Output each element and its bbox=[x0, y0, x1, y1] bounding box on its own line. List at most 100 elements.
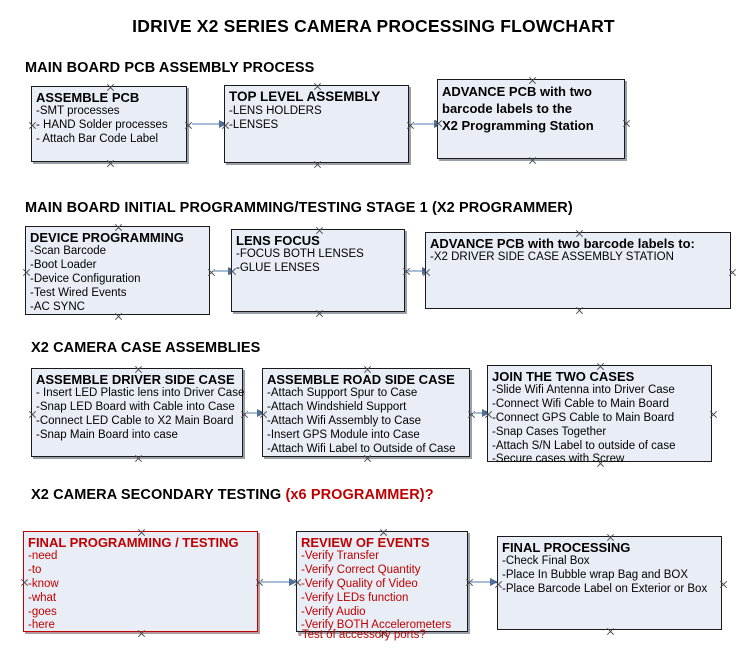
node-line: -FOCUS BOTH LENSES bbox=[236, 248, 364, 261]
arrow-head-icon bbox=[490, 577, 498, 586]
node-line: -Verify BOTH Accelerometers bbox=[301, 619, 452, 632]
node-line: -Attach Wifi Assembly to Case bbox=[267, 414, 422, 427]
node-line: -Slide Wifi Antenna into Driver Case bbox=[492, 384, 675, 397]
node-title-line: barcode labels to the bbox=[442, 101, 573, 117]
node-advance-pcb-to-x2-programming-station[interactable]: ADVANCE PCB with two barcode labels to t… bbox=[437, 79, 625, 159]
node-line: -Verify Correct Quantity bbox=[301, 564, 421, 577]
arrow-head-icon bbox=[482, 408, 490, 417]
node-line: -Snap Main Board into case bbox=[36, 428, 178, 441]
node-line: -know bbox=[28, 577, 59, 590]
page-title: IDRIVE X2 SERIES CAMERA PROCESSING FLOWC… bbox=[132, 16, 615, 36]
arrow-head-icon bbox=[289, 577, 297, 586]
node-line: -Place Barcode Label on Exterior or Box bbox=[502, 582, 708, 595]
node-line: -Verify LEDs function bbox=[301, 591, 409, 604]
node-final-programming-testing[interactable]: FINAL PROGRAMMING / TESTING -need -to -k… bbox=[23, 531, 258, 632]
node-body: FINAL PROCESSING -Check Final Box -Place… bbox=[498, 537, 721, 597]
section-heading-x2-camera-case-assemblies: X2 CAMERA CASE ASSEMBLIES bbox=[31, 340, 261, 356]
node-body: ASSEMBLE DRIVER SIDE CASE - Insert LED P… bbox=[32, 369, 245, 443]
node-line: -here bbox=[28, 619, 55, 632]
node-line: -Test Wired Events bbox=[30, 286, 127, 299]
arrow-head-icon bbox=[257, 408, 265, 417]
node-line: -LENSES bbox=[229, 118, 279, 131]
node-line: -Attach S/N Label to outside of case bbox=[492, 439, 676, 452]
section-heading-x2-camera-secondary-testing: X2 CAMERA SECONDARY TESTING (x6 PROGRAMM… bbox=[31, 487, 434, 503]
node-line: -Secure cases with Screw bbox=[492, 453, 625, 466]
connector-handle-bottom[interactable] bbox=[313, 160, 322, 169]
arrow-head-icon bbox=[219, 119, 227, 128]
node-line: -AC SYNC bbox=[30, 300, 85, 313]
node-line: -to bbox=[28, 564, 42, 577]
connector-handle-bottom[interactable] bbox=[575, 306, 584, 315]
node-join-the-two-cases[interactable]: JOIN THE TWO CASES -Slide Wifi Antenna i… bbox=[487, 365, 712, 465]
arrow-road-side-to-join-cases bbox=[473, 408, 490, 417]
node-body: TOP LEVEL ASSEMBLY -LENS HOLDERS -LENSES bbox=[225, 86, 408, 133]
node-body: JOIN THE TWO CASES -Slide Wifi Antenna i… bbox=[488, 366, 711, 467]
connector-handle-bottom[interactable] bbox=[528, 156, 537, 165]
node-device-programming[interactable]: DEVICE PROGRAMMING -Scan Barcode -Boot L… bbox=[25, 226, 210, 315]
arrow-assemble-pcb-to-top-level-assembly bbox=[192, 119, 227, 128]
node-title-line: X2 Programming Station bbox=[442, 118, 594, 134]
node-title: FINAL PROGRAMMING / TESTING bbox=[28, 535, 239, 550]
node-body: ASSEMBLE ROAD SIDE CASE -Attach Support … bbox=[263, 369, 469, 456]
node-assemble-road-side-case[interactable]: ASSEMBLE ROAD SIDE CASE -Attach Support … bbox=[262, 368, 470, 457]
section-heading-accent: (x6 PROGRAMMER)? bbox=[285, 487, 434, 503]
section-heading-main-board-pcb-assembly: MAIN BOARD PCB ASSEMBLY PROCESS bbox=[25, 60, 315, 76]
node-line: -Snap LED Board with Cable into Case bbox=[36, 401, 235, 414]
node-title: TOP LEVEL ASSEMBLY bbox=[229, 89, 381, 104]
node-line: -GLUE LENSES bbox=[236, 262, 320, 275]
node-body: ADVANCE PCB with two barcode labels to: … bbox=[426, 233, 730, 265]
node-line: - Attach Bar Code Label bbox=[36, 132, 159, 145]
node-line: -Verify Transfer bbox=[301, 550, 379, 563]
node-line: -Attach Wifi Label to Outside of Case bbox=[267, 442, 456, 455]
node-line: -Snap Cases Together bbox=[492, 425, 607, 438]
node-line: -Insert GPS Module into Case bbox=[267, 428, 420, 441]
node-body: FINAL PROGRAMMING / TESTING -need -to -k… bbox=[24, 532, 257, 633]
node-line: -Connect Wifi Cable to Main Board bbox=[492, 398, 670, 411]
arrow-driver-side-to-road-side bbox=[246, 408, 265, 417]
node-line: -Verify Audio bbox=[301, 605, 366, 618]
arrow-final-programming-to-review-of-events bbox=[260, 577, 297, 586]
arrow-review-of-events-to-final-processing bbox=[471, 577, 498, 586]
connector-handle-bottom[interactable] bbox=[606, 627, 615, 636]
section-heading-main-board-initial-programming: MAIN BOARD INITIAL PROGRAMMING/TESTING S… bbox=[25, 200, 573, 216]
node-title: REVIEW OF EVENTS bbox=[301, 535, 430, 550]
node-line: -need bbox=[28, 550, 58, 563]
node-line: -Device Configuration bbox=[30, 272, 141, 285]
node-title: JOIN THE TWO CASES bbox=[492, 369, 635, 384]
arrow-device-programming-to-lens-focus bbox=[213, 266, 236, 275]
node-line: -Attach Windshield Support bbox=[267, 401, 407, 414]
connector-handle-bottom[interactable] bbox=[106, 159, 115, 168]
node-title: FINAL PROCESSING bbox=[502, 540, 631, 555]
connector-handle-right[interactable] bbox=[728, 268, 737, 277]
node-title: DEVICE PROGRAMMING bbox=[30, 230, 184, 245]
node-assemble-pcb[interactable]: ASSEMBLE PCB -SMT processes - HAND Solde… bbox=[31, 86, 187, 162]
node-title: ADVANCE PCB with two barcode labels to: bbox=[430, 236, 695, 251]
node-line: -Connect GPS Cable to Main Board bbox=[492, 411, 675, 424]
node-final-processing[interactable]: FINAL PROCESSING -Check Final Box -Place… bbox=[497, 536, 722, 630]
connector-handle-bottom[interactable] bbox=[315, 309, 324, 318]
node-line: -Boot Loader bbox=[30, 259, 97, 272]
node-line: - HAND Solder processes bbox=[36, 119, 168, 132]
node-line: -Place In Bubble wrap Bag and BOX bbox=[502, 569, 689, 582]
node-review-of-events[interactable]: REVIEW OF EVENTS -Verify Transfer -Verif… bbox=[296, 531, 468, 632]
node-top-level-assembly[interactable]: TOP LEVEL ASSEMBLY -LENS HOLDERS -LENSES bbox=[224, 85, 409, 163]
connector-handle-bottom[interactable] bbox=[134, 454, 143, 463]
node-body: REVIEW OF EVENTS -Verify Transfer -Verif… bbox=[297, 532, 467, 633]
node-line: - Insert LED Plastic lens into Driver Ca… bbox=[36, 387, 245, 400]
node-line: -LENS HOLDERS bbox=[229, 104, 322, 117]
node-line: -what bbox=[28, 591, 57, 604]
node-advance-pcb-to-driver-side-case-station[interactable]: ADVANCE PCB with two barcode labels to: … bbox=[425, 232, 731, 309]
node-lens-focus[interactable]: LENS FOCUS -FOCUS BOTH LENSES -GLUE LENS… bbox=[231, 229, 405, 312]
section-heading-text: X2 CAMERA SECONDARY TESTING bbox=[31, 487, 286, 503]
node-line: -X2 DRIVER SIDE CASE ASSEMBLY STATION bbox=[430, 251, 674, 264]
node-line: -Verify Quality of Video bbox=[301, 577, 418, 590]
node-title-line: ADVANCE PCB with two bbox=[442, 84, 592, 99]
node-line: -SMT processes bbox=[36, 105, 120, 118]
node-title: ASSEMBLE DRIVER SIDE CASE bbox=[36, 372, 235, 387]
node-overflow-line-review-of-events: -Test of accessory ports? bbox=[298, 629, 426, 641]
node-line: -goes bbox=[28, 605, 57, 618]
node-assemble-driver-side-case[interactable]: ASSEMBLE DRIVER SIDE CASE - Insert LED P… bbox=[31, 368, 245, 457]
node-title: ASSEMBLE ROAD SIDE CASE bbox=[267, 372, 455, 387]
node-line: -Attach Support Spur to Case bbox=[267, 387, 418, 400]
node-line: -Check Final Box bbox=[502, 555, 590, 568]
